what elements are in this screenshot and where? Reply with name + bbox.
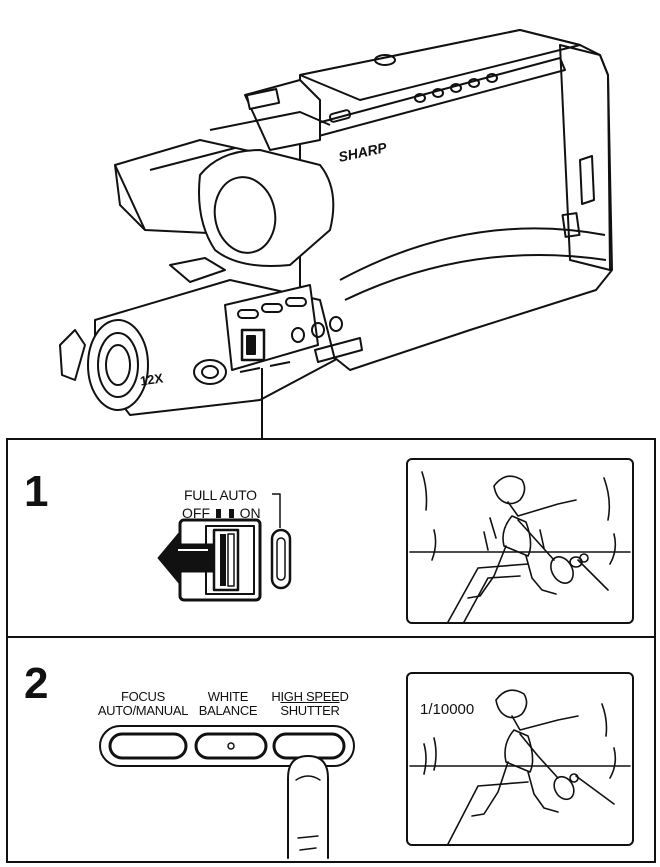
camcorder-illustration: SHARP 12X — [59, 29, 613, 438]
white-balance-button[interactable] — [196, 734, 266, 758]
button-strip — [96, 722, 366, 862]
full-auto-switch[interactable] — [148, 486, 308, 616]
shutter-speed-readout: 1/10000 — [420, 701, 475, 718]
on-label: ON — [239, 505, 261, 521]
on-marker-icon — [228, 509, 234, 518]
viewfinder-image-high-speed: 1/10000 — [406, 672, 634, 846]
zoom-badge: 12X — [139, 370, 164, 388]
focus-label-line1: FOCUS — [120, 689, 165, 704]
off-marker-icon — [215, 509, 221, 518]
viewfinder-image-full-auto — [406, 458, 634, 624]
zoom-badge-text: 12X — [139, 370, 165, 389]
focus-auto-manual-button[interactable] — [110, 734, 186, 758]
high-speed-label-line1: HIGH SPEED — [271, 689, 349, 704]
button-strip-drawing — [99, 725, 355, 859]
high-speed-shutter-label: HIGH SPEED SHUTTER — [260, 690, 360, 718]
full-auto-label: FULL AUTO — [184, 487, 257, 503]
step1-panel: 1 FULL AUTO OFF ON — [6, 438, 656, 638]
step1-number: 1 — [24, 467, 49, 516]
high-speed-shutter-button[interactable] — [274, 734, 344, 758]
focus-button-label: FOCUS AUTO/MANUAL — [88, 690, 198, 718]
white-balance-label: WHITE BALANCE — [188, 690, 268, 718]
white-balance-label-line2: BALANCE — [198, 703, 258, 718]
high-speed-label-line2: SHUTTER — [280, 703, 340, 718]
off-label: OFF — [182, 505, 210, 521]
tennis-player-drawing — [409, 471, 631, 622]
off-on-label-row: OFF ON — [182, 506, 261, 520]
step2-panel: 2 FOCUS AUTO/MANUAL WHITE BALANCE HIGH S… — [6, 636, 656, 863]
full-auto-switch-drawing — [157, 493, 292, 602]
tennis-player-frozen-drawing — [409, 689, 631, 844]
camcorder-drawing — [59, 29, 613, 438]
focus-label-line2: AUTO/MANUAL — [97, 703, 189, 718]
step2-number: 2 — [24, 659, 49, 708]
white-balance-label-line1: WHITE — [207, 689, 249, 704]
